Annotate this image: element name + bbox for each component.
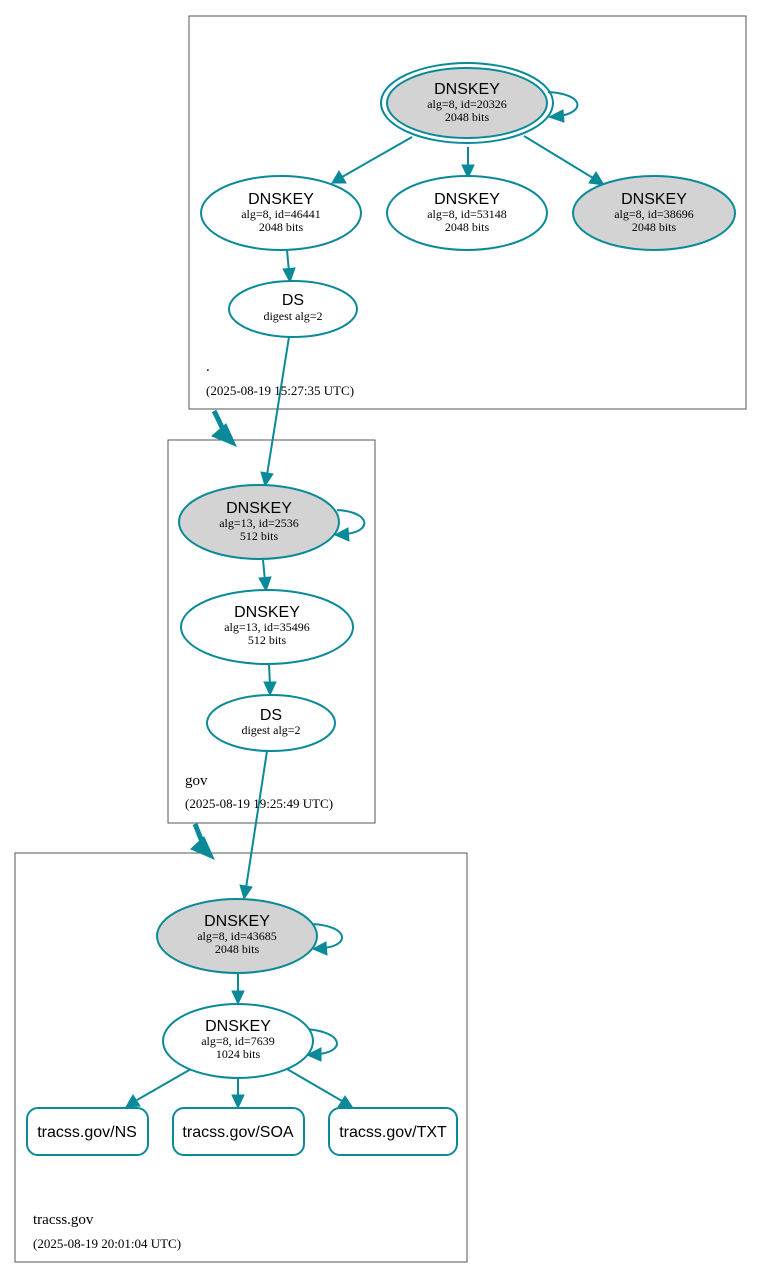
gov-ksk-line1: alg=13, id=2536 xyxy=(219,516,299,530)
tracss-zsk-to-soa-arrowhead xyxy=(231,1094,245,1110)
gov-ksk-node[interactable]: DNSKEY alg=13, id=2536 512 bits xyxy=(178,484,340,560)
root-zsk3-title: DNSKEY xyxy=(621,191,687,208)
root-zsk2-node[interactable]: DNSKEY alg=8, id=53148 2048 bits xyxy=(386,175,548,251)
rrset-soa-node[interactable]: tracss.gov/SOA xyxy=(172,1107,305,1156)
tracss-ksk-ellipse xyxy=(156,898,318,974)
delegation-root-gov-arrowhead xyxy=(211,423,237,447)
rrset-soa-box xyxy=(172,1107,305,1156)
zone-gov-timestamp: (2025-08-19 19:25:49 UTC) xyxy=(185,796,333,811)
gov-zsk-title: DNSKEY xyxy=(234,604,300,621)
gov-ds-node[interactable]: DS digest alg=2 xyxy=(206,694,336,752)
gov-zsk-line1: alg=13, id=35496 xyxy=(224,620,310,634)
root-ds-ellipse xyxy=(228,280,358,338)
root-zsk3-node[interactable]: DNSKEY alg=8, id=38696 2048 bits xyxy=(572,175,736,251)
root-zsk1-to-ds-arrowhead xyxy=(282,267,296,284)
tracss-zsk-self-loop xyxy=(305,1028,338,1055)
root-ds-to-gov-ksk-edge xyxy=(266,336,290,476)
root-zsk2-line1: alg=8, id=53148 xyxy=(427,207,507,221)
tracss-ksk-node[interactable]: DNSKEY alg=8, id=43685 2048 bits xyxy=(156,898,318,974)
root-ksk-to-zsk1-arrowhead xyxy=(331,170,347,184)
root-ds-line1: digest alg=2 xyxy=(263,309,322,323)
root-ds-to-gov-ksk-arrowhead xyxy=(260,471,274,488)
root-zsk2-line2: 2048 bits xyxy=(445,220,490,234)
tracss-zsk-self-loop-arrowhead xyxy=(305,1047,322,1062)
gov-zsk-ellipse xyxy=(180,589,354,665)
root-ksk-to-zsk3-edge xyxy=(523,135,594,179)
gov-ksk-line2: 512 bits xyxy=(240,529,279,543)
root-ds-node[interactable]: DS digest alg=2 xyxy=(228,280,358,338)
tracss-ksk-to-zsk-arrowhead xyxy=(231,990,245,1006)
gov-ksk-to-zsk-arrowhead xyxy=(258,576,272,593)
root-ksk-to-zsk1-edge xyxy=(341,136,413,178)
tracss-zsk-node[interactable]: DNSKEY alg=8, id=7639 1024 bits xyxy=(162,1003,314,1079)
root-ksk-to-zsk2-arrowhead xyxy=(461,164,475,180)
zone-gov-name: gov xyxy=(185,773,208,789)
gov-zsk-line2: 512 bits xyxy=(248,633,287,647)
gov-ds-title: DS xyxy=(260,707,282,724)
root-ksk-ellipse xyxy=(386,67,548,139)
root-ksk-node[interactable]: DNSKEY alg=8, id=20326 2048 bits xyxy=(380,62,554,144)
root-ksk-to-zsk3-arrowhead xyxy=(588,171,605,186)
root-ksk-line1: alg=8, id=20326 xyxy=(427,97,507,111)
gov-ds-to-tracss-ksk-arrowhead xyxy=(239,884,253,901)
gov-ds-ellipse xyxy=(206,694,336,752)
tracss-zsk-to-txt-edge xyxy=(286,1068,343,1102)
root-ksk-title: DNSKEY xyxy=(434,81,500,98)
zone-root-timestamp: (2025-08-19 15:27:35 UTC) xyxy=(206,383,354,398)
tracss-ksk-self-loop xyxy=(311,923,343,949)
tracss-zsk-line2: 1024 bits xyxy=(216,1047,261,1061)
gov-ds-line1: digest alg=2 xyxy=(241,723,300,737)
root-zsk2-ellipse xyxy=(386,175,548,251)
tracss-zsk-title: DNSKEY xyxy=(205,1018,271,1035)
root-ksk-self-loop xyxy=(547,91,579,117)
gov-ksk-title: DNSKEY xyxy=(226,500,292,517)
root-ksk-line2: 2048 bits xyxy=(445,110,490,124)
gov-ksk-self-loop xyxy=(336,509,366,535)
root-ksk-self-loop-arrowhead xyxy=(547,109,565,123)
zone-root-name: . xyxy=(206,359,210,375)
root-zsk1-line2: 2048 bits xyxy=(259,220,304,234)
root-ds-title: DS xyxy=(282,292,304,309)
delegation-gov-tracss-arrowhead xyxy=(190,836,215,860)
rrset-ns-label: tracss.gov/NS xyxy=(37,1124,137,1141)
tracss-ksk-line2: 2048 bits xyxy=(215,942,260,956)
tracss-ksk-line1: alg=8, id=43685 xyxy=(197,929,277,943)
tracss-zsk-line1: alg=8, id=7639 xyxy=(201,1034,275,1048)
rrset-ns-box xyxy=(26,1107,149,1156)
root-zsk1-line1: alg=8, id=46441 xyxy=(241,207,321,221)
gov-ksk-ellipse xyxy=(178,484,340,560)
gov-ds-to-tracss-ksk-edge xyxy=(245,750,268,889)
tracss-ksk-title: DNSKEY xyxy=(204,913,270,930)
root-zsk2-title: DNSKEY xyxy=(434,191,500,208)
rrset-ns-node[interactable]: tracss.gov/NS xyxy=(26,1107,149,1156)
root-zsk3-line1: alg=8, id=38696 xyxy=(614,207,694,221)
tracss-zsk-ellipse xyxy=(162,1003,314,1079)
tracss-ksk-self-loop-arrowhead xyxy=(311,941,328,956)
root-zsk3-ellipse xyxy=(572,175,736,251)
root-ksk-outer-ring xyxy=(380,62,554,144)
root-zsk1-node[interactable]: DNSKEY alg=8, id=46441 2048 bits xyxy=(200,175,362,251)
tracss-zsk-to-ns-edge xyxy=(136,1068,192,1101)
gov-zsk-node[interactable]: DNSKEY alg=13, id=35496 512 bits xyxy=(180,589,354,665)
root-zsk1-ellipse xyxy=(200,175,362,251)
root-zsk3-line2: 2048 bits xyxy=(632,220,677,234)
zone-tracss-timestamp: (2025-08-19 20:01:04 UTC) xyxy=(33,1236,181,1251)
rrset-txt-node[interactable]: tracss.gov/TXT xyxy=(328,1107,458,1156)
zone-tracss-name: tracss.gov xyxy=(33,1212,94,1228)
rrset-txt-box xyxy=(328,1107,458,1156)
rrset-txt-label: tracss.gov/TXT xyxy=(339,1124,447,1141)
gov-zsk-to-ds-arrowhead xyxy=(263,681,277,697)
root-zsk1-title: DNSKEY xyxy=(248,191,314,208)
gov-ksk-self-loop-arrowhead xyxy=(333,527,350,542)
tracss-zsk-to-ns-arrowhead xyxy=(125,1094,141,1108)
rrset-soa-label: tracss.gov/SOA xyxy=(182,1124,293,1141)
